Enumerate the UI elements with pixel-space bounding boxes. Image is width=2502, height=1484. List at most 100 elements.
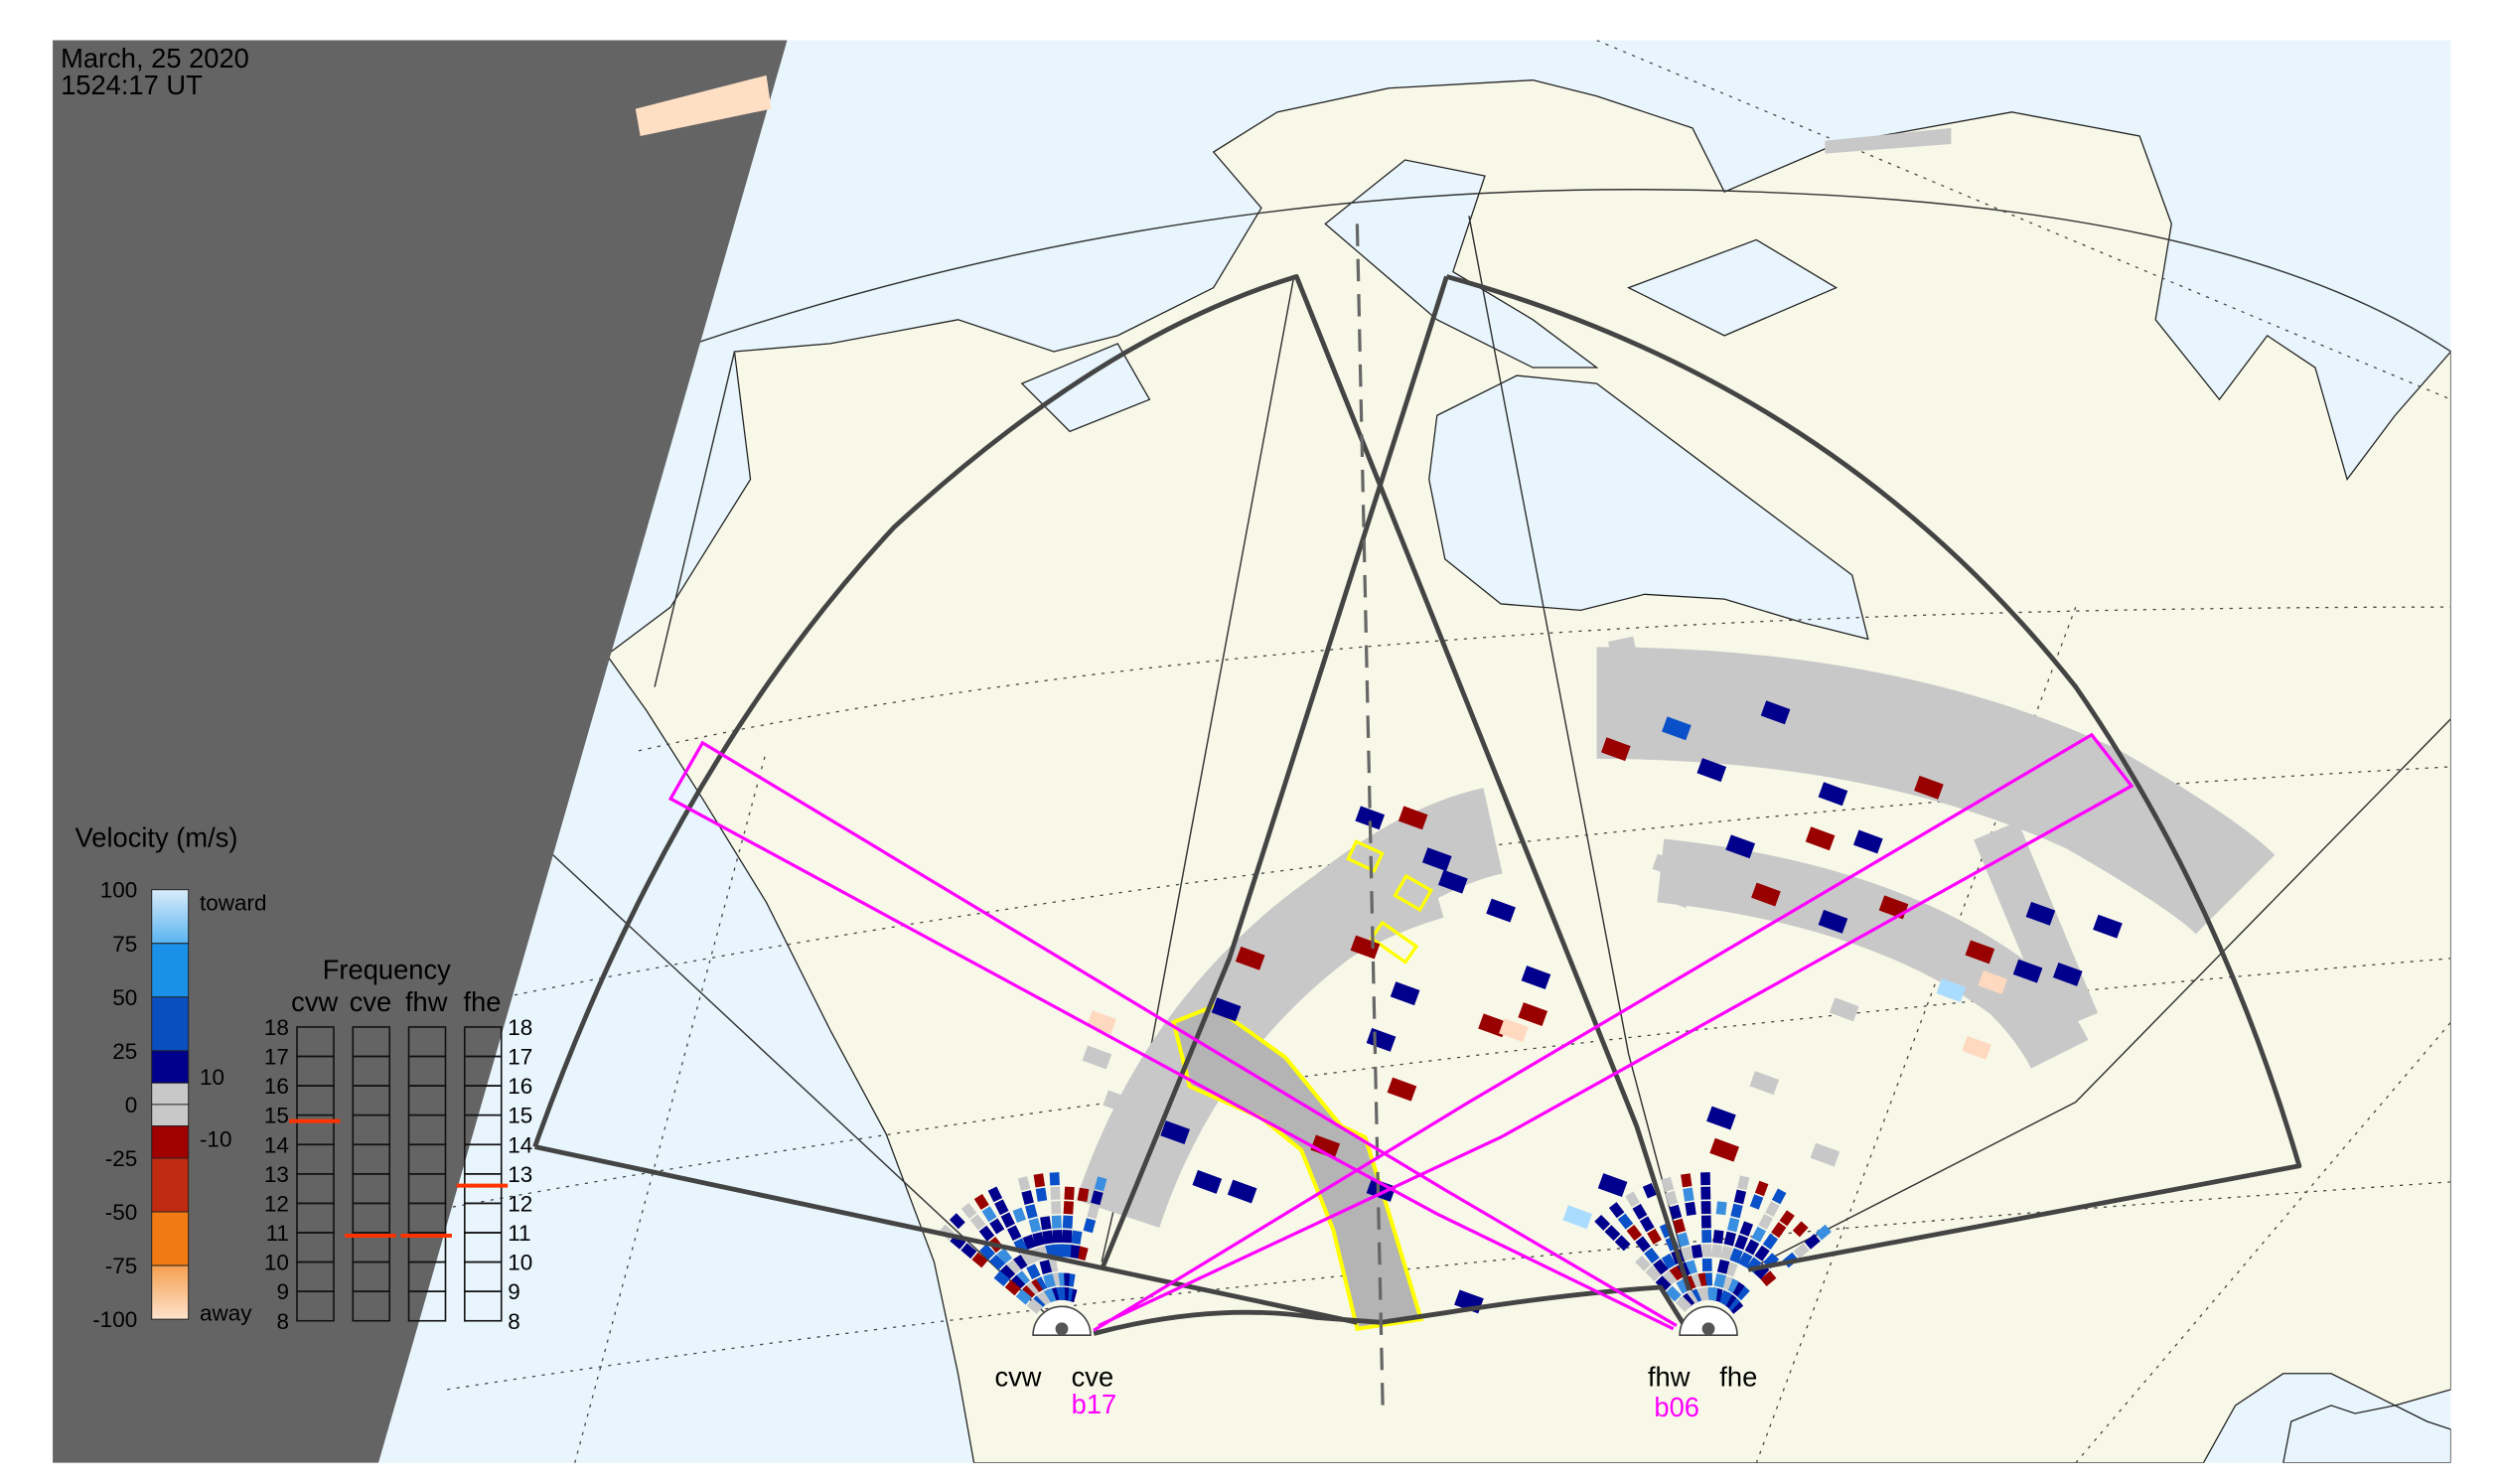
velocity-cell bbox=[1681, 1173, 1693, 1188]
frequency-tick-left: 13 bbox=[264, 1162, 289, 1187]
frequency-tick-left: 8 bbox=[276, 1309, 289, 1334]
velocity-cell bbox=[1729, 1248, 1743, 1263]
velocity-cell bbox=[981, 1206, 997, 1223]
beam-outlines bbox=[667, 732, 2134, 1332]
velocity-cell bbox=[1642, 1182, 1657, 1199]
velocity-cell bbox=[1087, 1010, 1117, 1035]
velocity-tick: 25 bbox=[112, 1039, 137, 1064]
velocity-tick: 75 bbox=[112, 932, 137, 957]
velocity-cell bbox=[1713, 1272, 1726, 1288]
velocity-cell bbox=[1652, 853, 1683, 878]
velocity-cell bbox=[1691, 1244, 1703, 1259]
velocity-cell bbox=[1818, 909, 1848, 934]
velocity-cell bbox=[2052, 962, 2083, 986]
beam-label-cv: b17 bbox=[1072, 1389, 1117, 1419]
velocity-cell bbox=[978, 1225, 995, 1242]
velocity-cell bbox=[1390, 981, 1420, 1006]
velocity-cell bbox=[994, 1199, 1009, 1216]
velocity-tick: 50 bbox=[112, 985, 137, 1010]
velocity-cell bbox=[1754, 1180, 1769, 1197]
velocity-cell bbox=[1733, 1284, 1750, 1301]
velocity-cell bbox=[1026, 1298, 1043, 1314]
velocity-cell bbox=[1737, 1175, 1750, 1191]
frequency-tick-right: 10 bbox=[508, 1251, 532, 1275]
velocity-cell bbox=[1665, 1285, 1682, 1302]
velocity-cell bbox=[996, 1248, 1013, 1264]
velocity-cell bbox=[1600, 737, 1631, 762]
velocity-cell bbox=[1028, 1218, 1042, 1233]
velocity-cell bbox=[1521, 965, 1551, 990]
velocity-cell bbox=[1070, 1230, 1083, 1245]
frequency-cell bbox=[352, 1290, 391, 1322]
frequency-radar-label: fhe bbox=[463, 986, 501, 1017]
velocity-cell bbox=[1062, 1215, 1074, 1229]
velocity-cell bbox=[1004, 1279, 1021, 1296]
velocity-cell bbox=[1035, 1187, 1048, 1202]
velocity-cell bbox=[1042, 1230, 1054, 1245]
site-label-fhw: fhw bbox=[1648, 1362, 1691, 1393]
night-shading bbox=[53, 40, 788, 1463]
velocity-cell bbox=[1700, 1186, 1711, 1200]
velocity-cell bbox=[1749, 1071, 1780, 1096]
velocity-cell bbox=[1749, 1194, 1764, 1210]
velocity-cell bbox=[1696, 758, 1727, 783]
frequency-tick-right: 18 bbox=[508, 1015, 532, 1040]
velocity-cell bbox=[989, 1218, 1005, 1235]
arctic-channels bbox=[1020, 159, 1839, 433]
velocity-cell bbox=[1192, 1169, 1223, 1194]
velocity-cell bbox=[1645, 1265, 1662, 1282]
velocity-cell bbox=[1021, 1190, 1034, 1205]
meridian-dashed bbox=[1355, 223, 1385, 1406]
velocity-cell bbox=[1706, 1286, 1718, 1301]
velocity-cell bbox=[1804, 1234, 1821, 1250]
colorbar-segment bbox=[151, 1050, 190, 1084]
velocity-cell bbox=[1962, 1035, 1991, 1060]
frequency-tick-right: 9 bbox=[508, 1279, 520, 1304]
velocity-cell bbox=[1033, 1173, 1046, 1188]
velocity-cell bbox=[1035, 1290, 1051, 1307]
velocity-cell bbox=[1594, 1214, 1611, 1231]
velocity-cell bbox=[1793, 1243, 1810, 1260]
velocity-cell bbox=[1043, 1273, 1056, 1288]
velocity-cell bbox=[1760, 700, 1791, 725]
velocity-cell bbox=[1061, 1244, 1072, 1258]
velocity-cell bbox=[1681, 1246, 1694, 1261]
velocity-cell bbox=[1053, 1244, 1064, 1258]
velocity-cell bbox=[1032, 1232, 1045, 1247]
velocity-cell bbox=[1015, 1288, 1032, 1305]
frequency-radar-label: cve bbox=[350, 986, 392, 1017]
velocity-cell bbox=[1706, 1106, 1736, 1130]
velocity-cell bbox=[1697, 1286, 1709, 1301]
velocity-cell bbox=[1669, 1204, 1683, 1220]
velocity-cell bbox=[2025, 901, 2056, 926]
velocity-cell bbox=[1087, 1204, 1100, 1220]
site-label-cve: cve bbox=[1072, 1362, 1114, 1393]
velocity-cell bbox=[1805, 826, 1836, 851]
velocity-cell bbox=[1052, 1229, 1063, 1244]
velocity-cell bbox=[1726, 1217, 1740, 1233]
velocity-cell bbox=[1617, 1213, 1634, 1230]
gulf-coast bbox=[2282, 1405, 2451, 1463]
scatter-cell bbox=[1825, 127, 1952, 154]
velocity-cell bbox=[1737, 1252, 1753, 1268]
date-label: March, 25 2020 bbox=[61, 43, 249, 74]
velocity-cell bbox=[1661, 1269, 1678, 1286]
velocity-cell bbox=[1739, 1221, 1754, 1237]
velocity-cell bbox=[1792, 1221, 1809, 1238]
velocity-cell bbox=[1026, 1263, 1041, 1280]
velocity-tick: 100 bbox=[100, 878, 138, 903]
velocity-cell bbox=[1626, 1225, 1643, 1242]
site-fh bbox=[1679, 1305, 1738, 1337]
velocity-cell bbox=[1676, 1295, 1693, 1312]
velocity-tick: -50 bbox=[105, 1200, 138, 1225]
velocity-cell bbox=[1387, 1077, 1417, 1102]
velocity-cell bbox=[960, 1202, 977, 1220]
frequency-tick-right: 16 bbox=[508, 1074, 532, 1099]
velocity-cell bbox=[1438, 869, 1468, 894]
velocity-cell bbox=[1717, 1289, 1732, 1306]
frequency-tick-left: 14 bbox=[264, 1132, 289, 1157]
velocity-cell bbox=[1978, 969, 2008, 994]
frequency-tick-right: 12 bbox=[508, 1191, 532, 1216]
